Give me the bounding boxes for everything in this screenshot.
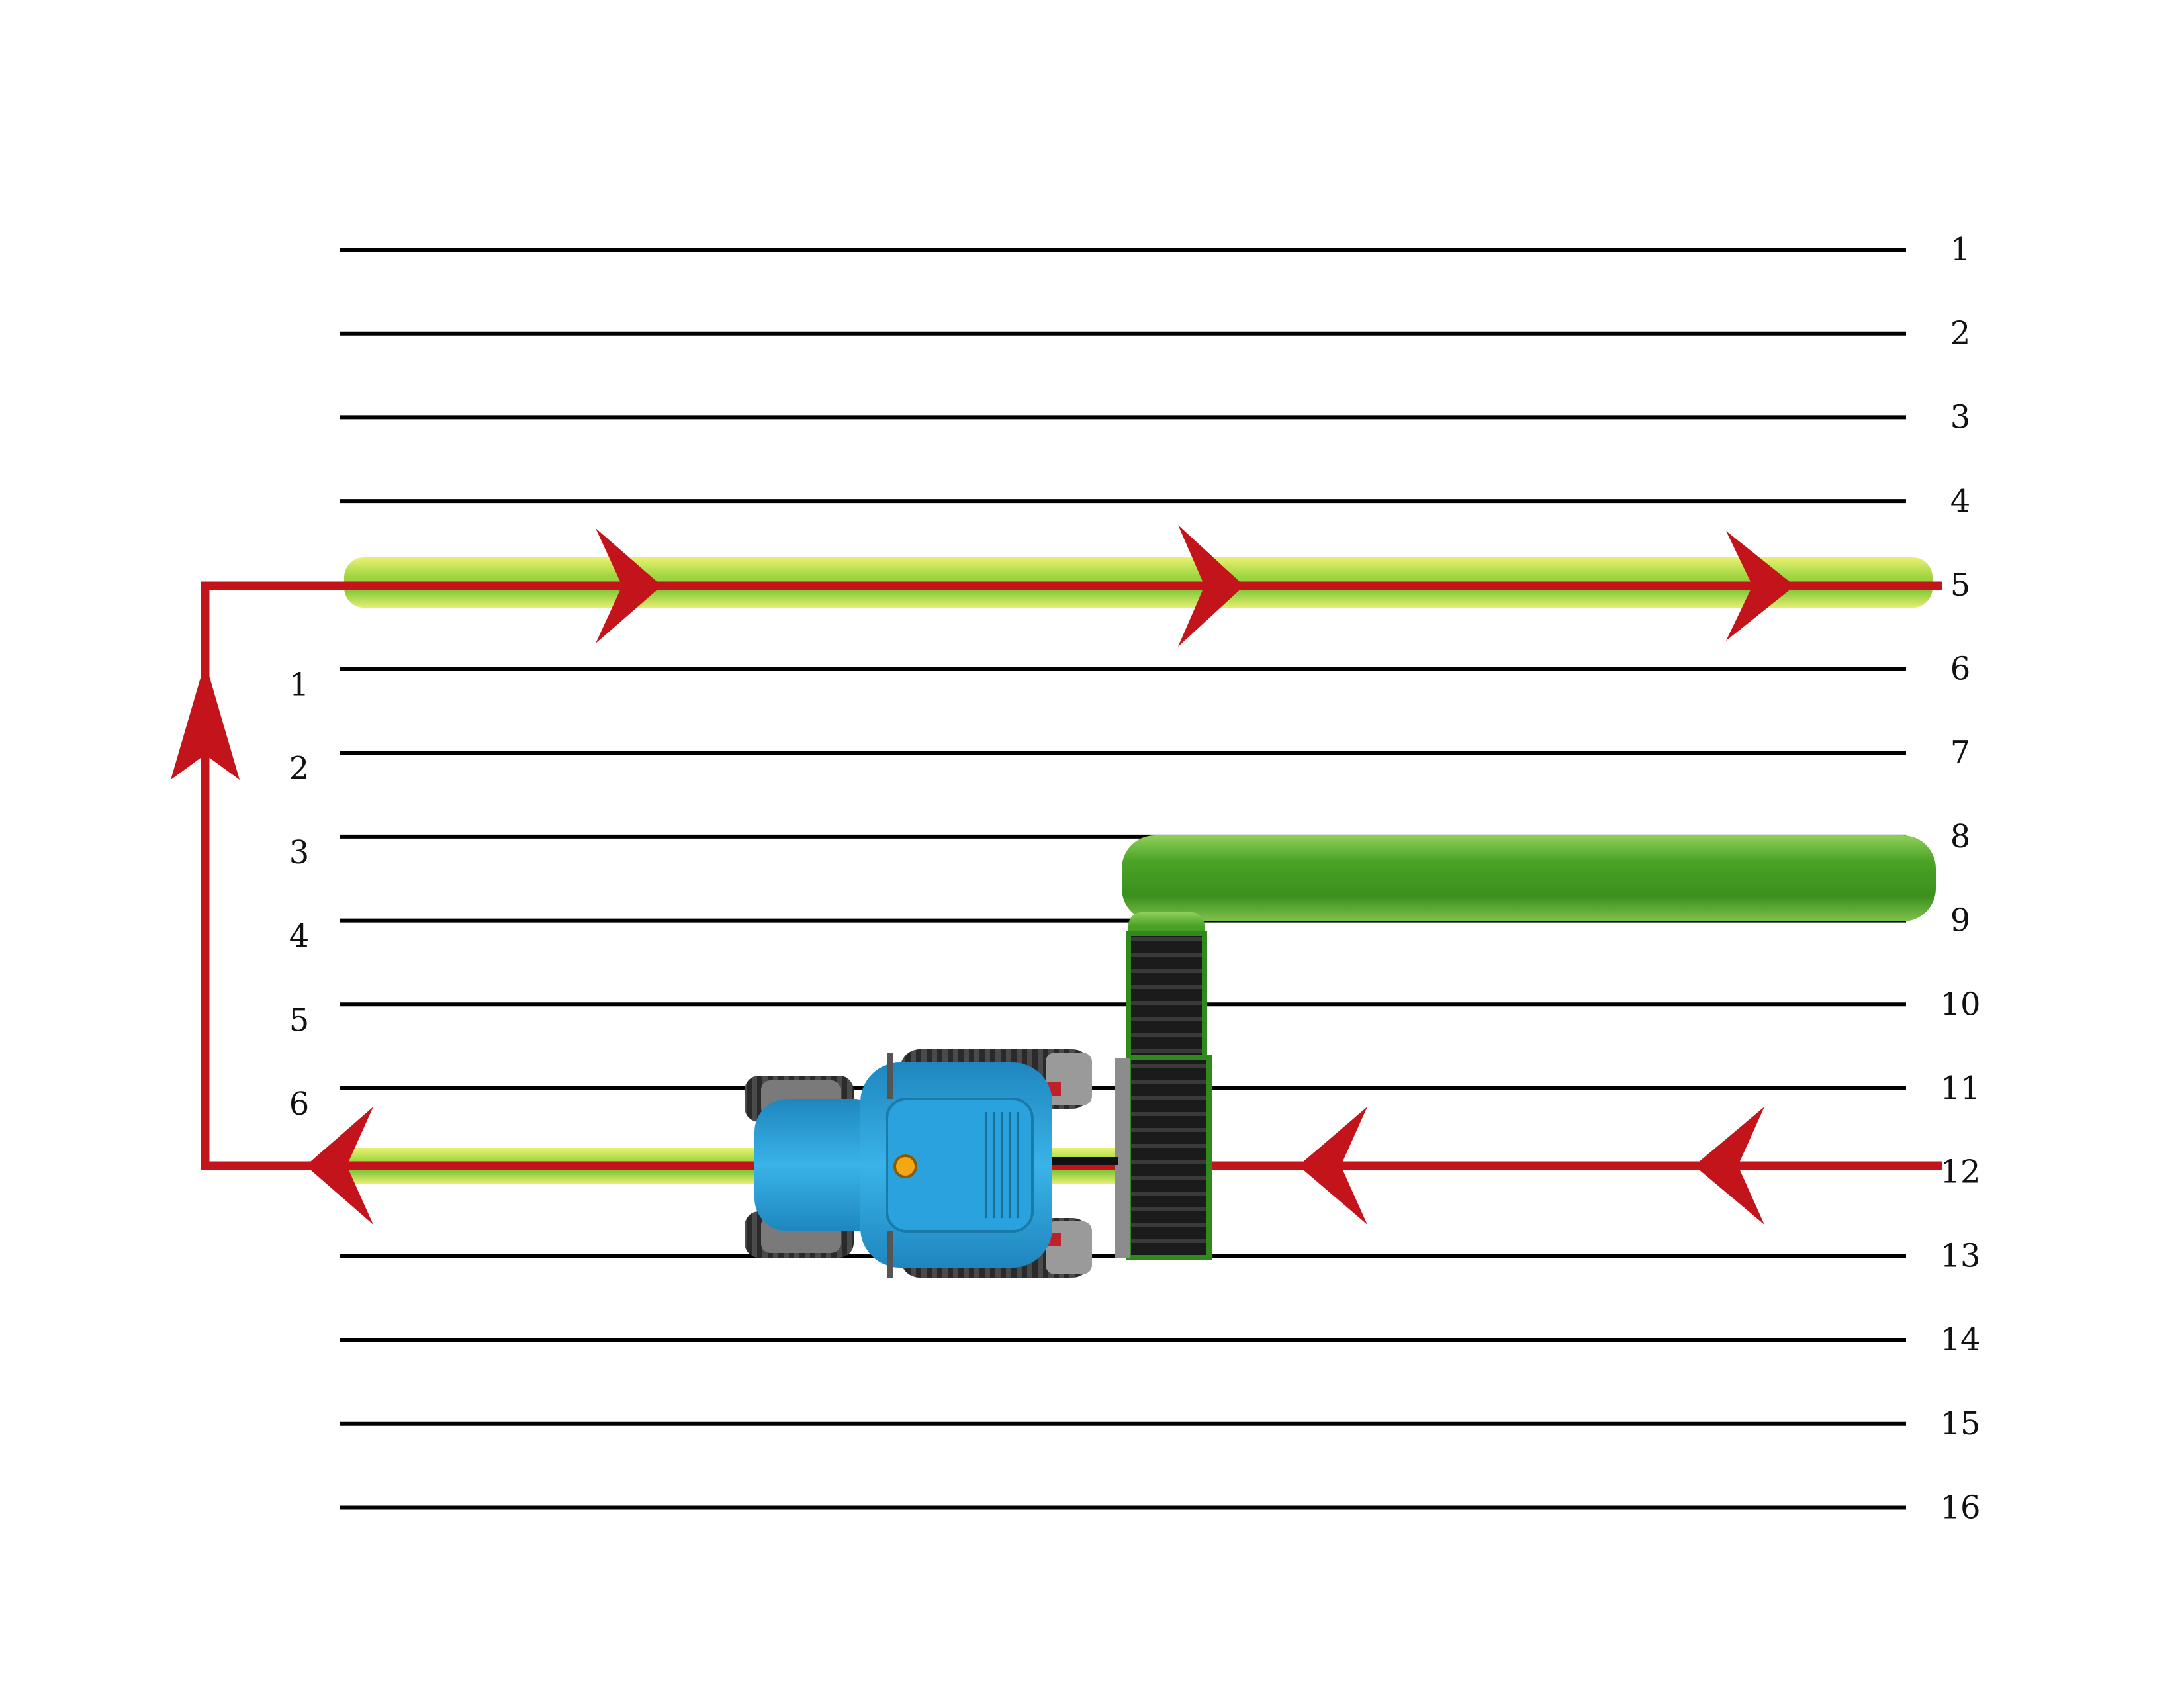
right-row-label: 6	[1950, 651, 1971, 688]
right-row-label: 1	[1950, 231, 1971, 268]
arrow-icon	[596, 528, 662, 643]
left-row-label: 5	[289, 1002, 310, 1039]
row-lines	[340, 248, 1906, 1510]
travel-path-line	[201, 581, 1942, 1170]
arrow-icon	[1178, 525, 1244, 647]
right-row-label: 10	[1940, 986, 1980, 1023]
right-row-label: 16	[1940, 1489, 1980, 1526]
right-row-label: 11	[1940, 1070, 1980, 1107]
right-row-label: 7	[1950, 734, 1971, 771]
right-row-label: 5	[1950, 567, 1971, 604]
arrow-icon	[171, 662, 240, 780]
merger-belt-icon	[1046, 931, 1212, 1260]
right-row-label: 9	[1950, 902, 1971, 939]
left-row-label: 6	[289, 1086, 310, 1123]
right-row-label: 8	[1950, 818, 1971, 855]
arrow-icon	[306, 1107, 373, 1225]
left-row-label: 2	[289, 750, 310, 787]
arrow-icon	[1726, 531, 1795, 641]
tractor-icon	[745, 1049, 1092, 1278]
right-row-label: 13	[1940, 1237, 1980, 1274]
right-row-label: 12	[1940, 1154, 1980, 1191]
travel-path	[171, 525, 1942, 1225]
right-row-label: 3	[1950, 399, 1971, 436]
right-row-label: 15	[1940, 1405, 1980, 1442]
left-row-labels: 1 2 3 4 5 6	[289, 667, 310, 1123]
right-row-label: 4	[1950, 483, 1971, 520]
arrow-icon	[1694, 1107, 1764, 1225]
right-row-label: 2	[1950, 315, 1971, 352]
left-row-label: 4	[289, 918, 310, 955]
swath-dense-rows-8-9	[1122, 835, 1936, 921]
arrow-icon	[1298, 1107, 1367, 1225]
right-row-label: 14	[1940, 1321, 1980, 1358]
left-row-label: 1	[289, 667, 310, 704]
left-row-label: 3	[289, 834, 310, 871]
